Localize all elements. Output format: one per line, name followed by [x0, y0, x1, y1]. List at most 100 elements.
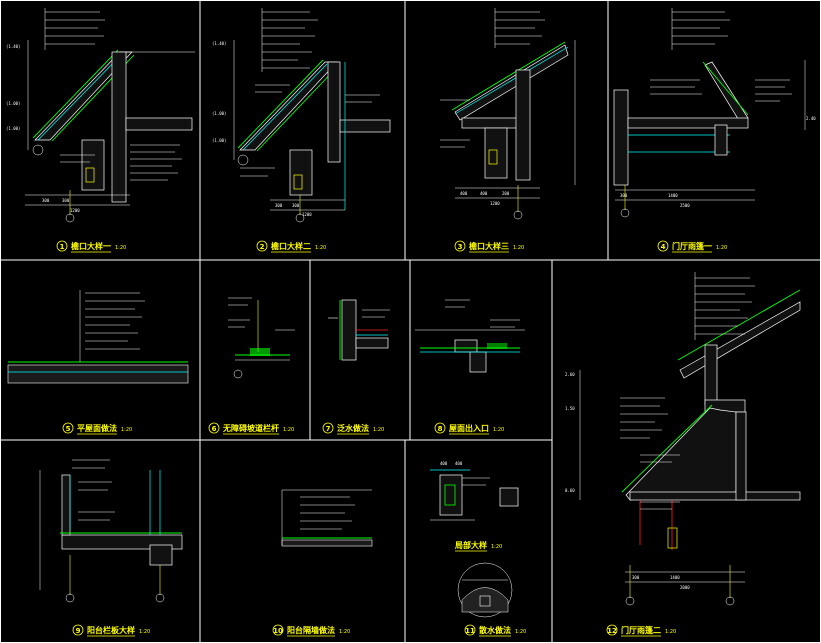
detail-number-circle [454, 240, 466, 252]
detail-scale: 1:20 [513, 245, 524, 251]
detail-number-circle [606, 624, 618, 636]
d4-dim-1: 300 [620, 193, 628, 198]
detail-title: 檐口大样二 [271, 241, 311, 251]
detail-scale: 1:20 [283, 427, 294, 433]
detail-3-eave-section: 400 400 200 1200 [440, 8, 576, 220]
d13-dim-1: 400 [440, 461, 448, 466]
detail-title-d3: 3 檐口大样三 1:20 [454, 240, 524, 253]
d4-dim-3: 2500 [680, 203, 690, 208]
detail-scale: 1:20 [491, 544, 502, 550]
detail-scale: 1:20 [665, 629, 676, 635]
detail-number: 9 [76, 627, 81, 635]
detail-title-d9: 9 阳台栏板大样 1:20 [72, 624, 150, 637]
d13-dim-2: 400 [455, 461, 463, 466]
detail-6-ramp-railing [228, 297, 295, 379]
detail-number-circle [272, 624, 284, 636]
d1-elev-1: (1.40) [6, 44, 20, 49]
detail-scale: 1:20 [493, 427, 504, 433]
d12-dim-2: 1400 [670, 575, 680, 580]
detail-number: 8 [438, 425, 443, 433]
detail-number-circle [256, 240, 268, 252]
detail-title: 门厅雨篷二 [621, 625, 661, 635]
detail-scale: 1:20 [373, 427, 384, 433]
detail-scale: 1:20 [339, 629, 350, 635]
detail-9-balcony-parapet [39, 459, 183, 603]
detail-number-circle [434, 422, 446, 434]
detail-number: 1 [60, 243, 65, 251]
detail-number: 11 [465, 627, 475, 635]
detail-title-d11: 11 散水做法 1:20 [464, 624, 526, 637]
detail-title-d6: 6 无障碍坡道栏杆 1:20 [208, 422, 294, 435]
detail-number-circle [657, 240, 669, 252]
detail-title: 散水做法 [479, 625, 511, 635]
detail-number: 4 [661, 243, 666, 251]
detail-scale: 1:20 [139, 629, 150, 635]
detail-11-apron-circle [457, 562, 513, 618]
d1-dim-1: 300 [42, 198, 50, 203]
detail-10-balcony-partition [281, 489, 373, 547]
d4-elev-1: 2.40 [806, 116, 816, 121]
detail-4-canopy-section: 300 1400 2500 2.40 [613, 8, 816, 218]
d4-dim-2: 1400 [668, 193, 678, 198]
d3-dim-2: 400 [480, 191, 488, 196]
detail-title: 檐口大样三 [469, 241, 509, 251]
detail-13-partial-section: 400 400 [430, 461, 519, 521]
d2-elev-3: (1.00) [212, 138, 226, 143]
detail-5-flat-roof [7, 290, 189, 384]
d2-elev-2: (1.00) [212, 111, 226, 116]
detail-scale: 1:20 [515, 629, 526, 635]
detail-title-d1: 1 檐口大样一 1:20 [56, 240, 126, 253]
detail-number: 2 [260, 243, 265, 251]
d1-dim-3: 1200 [70, 208, 80, 213]
detail-number: 10 [273, 627, 283, 635]
d2-elev-1: (1.40) [212, 41, 226, 46]
detail-scale: 1:20 [121, 427, 132, 433]
detail-title: 泛水做法 [337, 423, 369, 433]
d3-dim-3: 200 [502, 191, 510, 196]
detail-title-d7: 7 泛水做法 1:20 [322, 422, 384, 435]
detail-number-circle [56, 240, 68, 252]
detail-title: 门厅雨篷一 [672, 241, 712, 251]
detail-title-d5: 5 平屋面做法 1:20 [62, 422, 132, 435]
detail-scale: 1:20 [716, 245, 727, 251]
detail-title: 檐口大样一 [71, 241, 111, 251]
d12-elev-3: 0.60 [565, 488, 575, 493]
detail-12-canopy-section: 300 1400 2000 2.60 1.50 0.60 [565, 272, 801, 606]
detail-scale: 1:20 [315, 245, 326, 251]
detail-title: 局部大样 [454, 540, 487, 550]
d1-elev-2: (1.00) [6, 101, 20, 106]
detail-number-circle [72, 624, 84, 636]
detail-7-flashing [328, 299, 390, 361]
d1-dim-2: 300 [62, 198, 70, 203]
detail-number-circle [322, 422, 334, 434]
detail-number-circle [464, 624, 476, 636]
detail-number-circle [208, 422, 220, 434]
detail-number: 5 [66, 425, 71, 433]
d12-elev-2: 1.50 [565, 406, 575, 411]
d2-dim-2: 300 [292, 203, 300, 208]
detail-title: 无障碍坡道栏杆 [222, 423, 279, 433]
detail-title-d2: 2 檐口大样二 1:20 [256, 240, 326, 253]
d2-dim-1: 300 [275, 203, 283, 208]
detail-title: 阳台栏板大样 [87, 625, 135, 635]
d12-dim-3: 2000 [680, 585, 690, 590]
detail-scale: 1:20 [115, 245, 126, 251]
detail-number: 6 [212, 425, 217, 433]
detail-title-d13: 局部大样 1:20 [454, 540, 502, 552]
detail-number: 3 [458, 243, 463, 251]
d2-dim-3: 1200 [302, 212, 312, 217]
d12-elev-1: 2.60 [565, 372, 575, 377]
detail-8-roof-access [415, 299, 525, 373]
d12-dim-1: 300 [632, 575, 640, 580]
d3-dim-4: 1200 [490, 201, 500, 206]
detail-number: 7 [326, 425, 331, 433]
detail-titles: 1 檐口大样一 1:20 2 檐口大样二 1:20 3 檐口大样三 1:20 4 门厅雨篷一 1:20… [56, 240, 727, 637]
d1-elev-3: (1.00) [6, 126, 20, 131]
detail-number-circle [62, 422, 74, 434]
detail-title: 平屋面做法 [77, 423, 117, 433]
detail-title-d4: 4 门厅雨篷一 1:20 [657, 240, 727, 253]
